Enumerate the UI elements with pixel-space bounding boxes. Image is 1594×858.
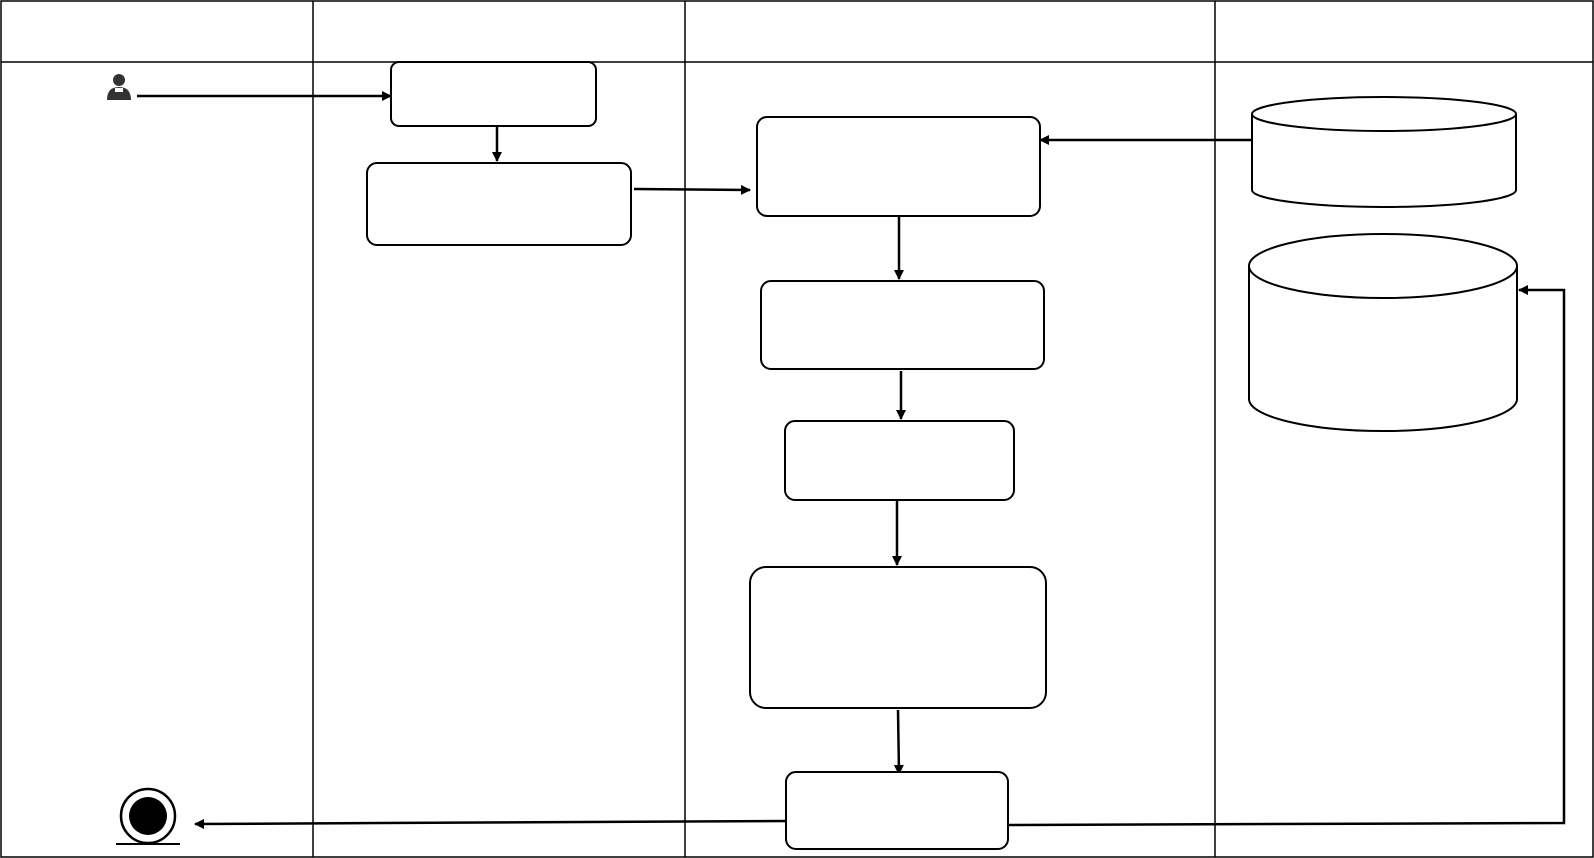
process-box-2 xyxy=(366,162,632,246)
process-box-5 xyxy=(784,420,1015,501)
connectors xyxy=(137,91,1566,829)
process-box-7 xyxy=(785,771,1009,850)
process-box-6 xyxy=(749,566,1047,709)
database-1 xyxy=(1251,96,1517,208)
actor-icon xyxy=(107,74,131,100)
edge-box-2-to-box-3 xyxy=(633,184,751,195)
process-nodes xyxy=(366,61,1047,850)
process-box-3 xyxy=(756,116,1041,217)
process-box-1 xyxy=(390,61,597,127)
final-node-icon xyxy=(116,787,180,845)
edge-box-7-to-db-2 xyxy=(1006,285,1566,827)
process-box-4 xyxy=(760,280,1045,370)
edge-box-7-to-end xyxy=(194,818,790,829)
database-2 xyxy=(1248,233,1518,432)
edge-box-6-to-box-7 xyxy=(893,709,904,775)
